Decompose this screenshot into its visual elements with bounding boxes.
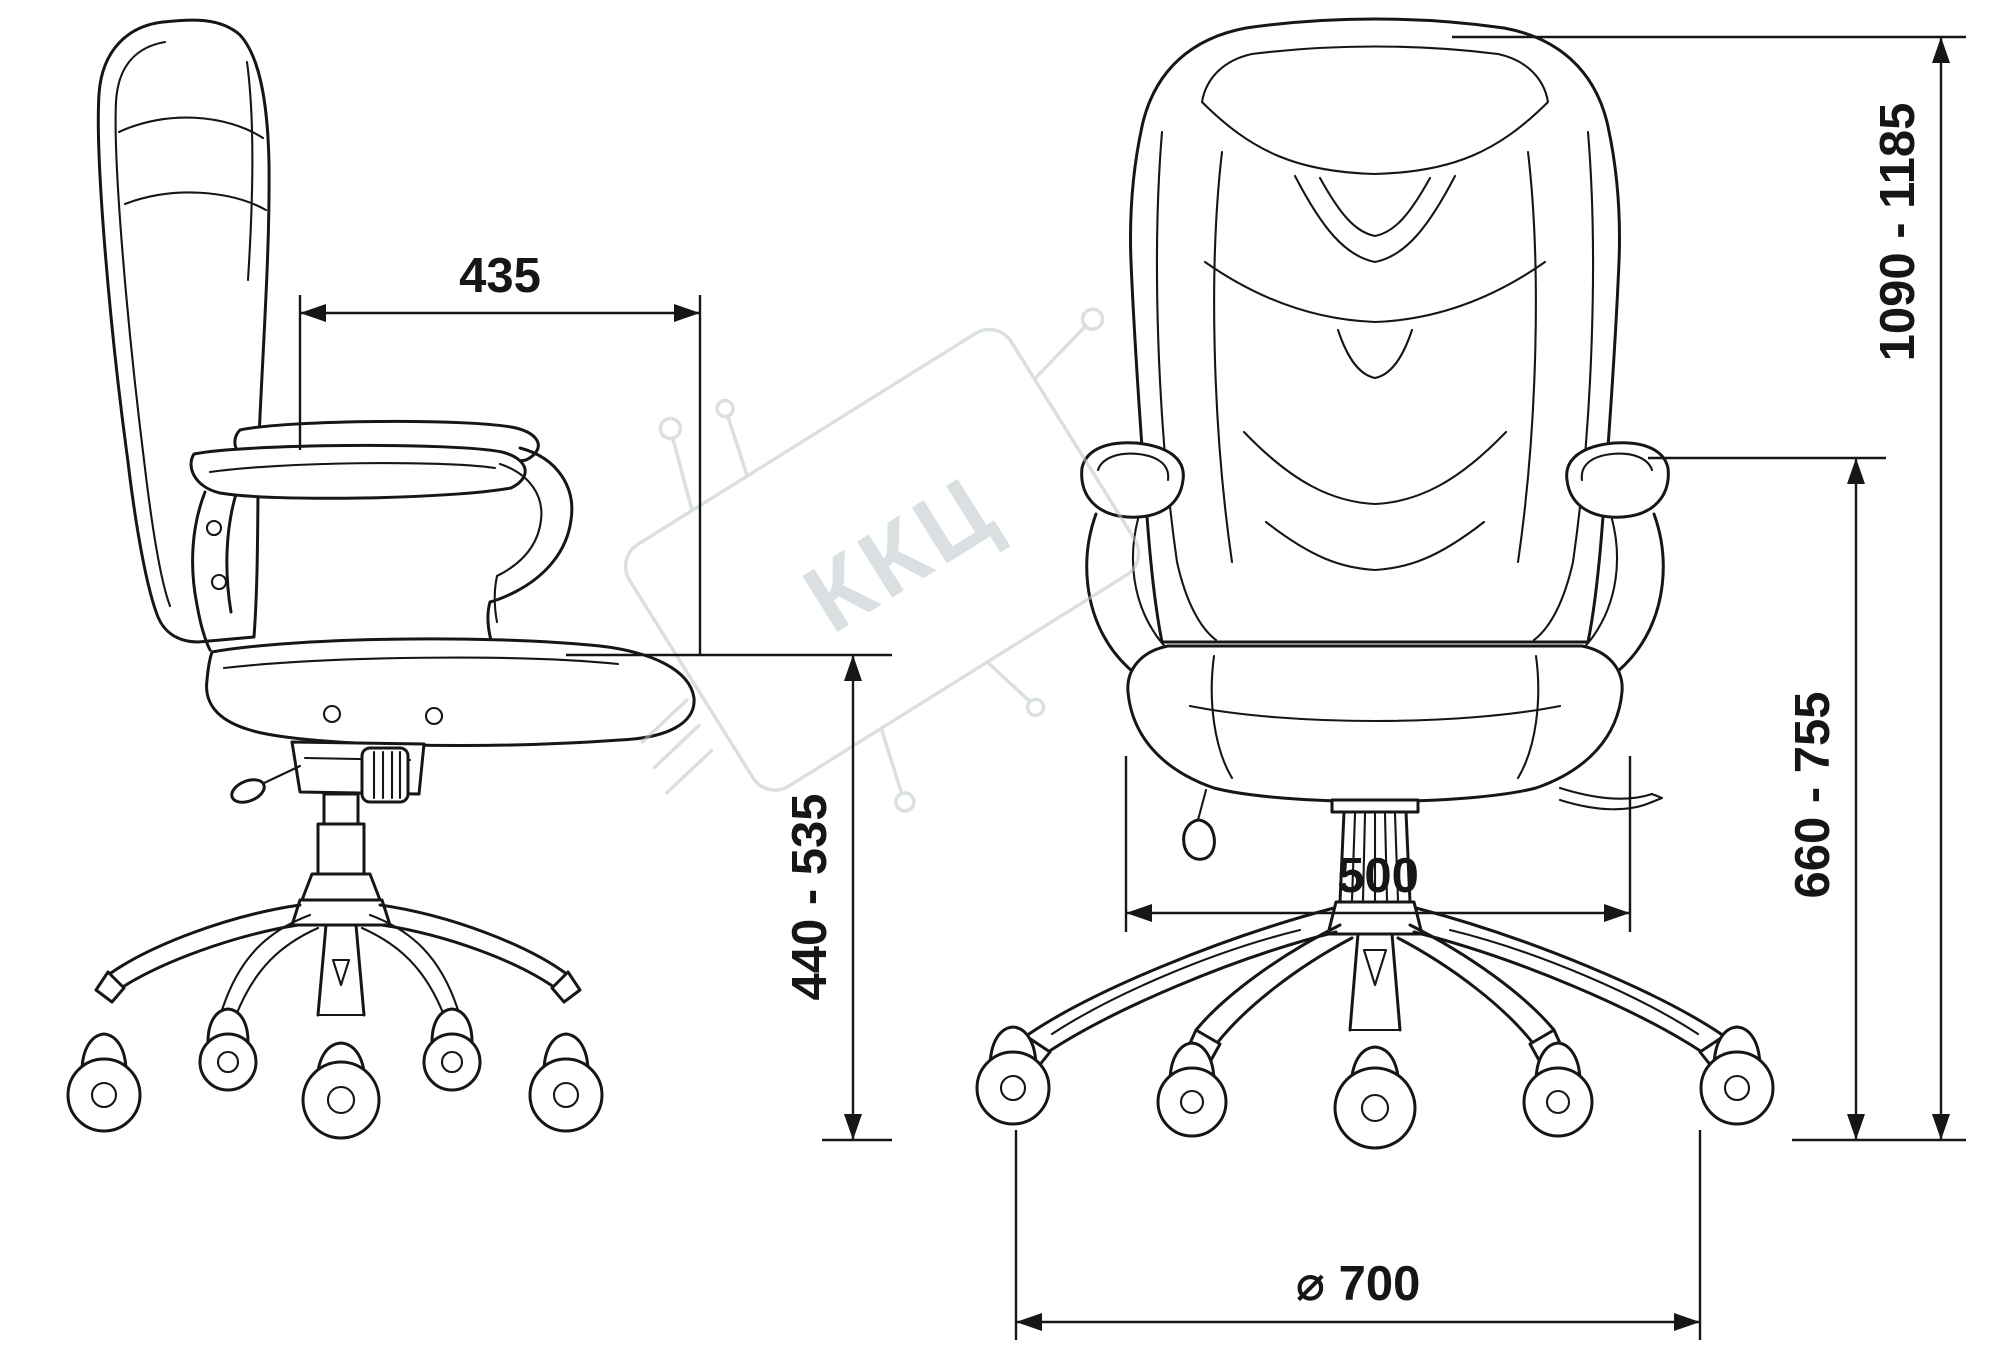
side-gas-lift xyxy=(290,792,392,927)
dimension-label-seat-height: 440 - 535 xyxy=(783,793,837,1000)
side-base-legs xyxy=(94,903,582,1020)
side-view-drawing xyxy=(66,18,696,1140)
side-armrest-support-left xyxy=(191,490,238,652)
dimension-armrest-height: 660 - 755 xyxy=(1648,456,1886,1140)
side-casters xyxy=(66,1007,604,1140)
front-backrest xyxy=(1129,17,1621,644)
front-levers xyxy=(1182,786,1664,861)
dimension-label-overall-height: 1090 - 1185 xyxy=(1871,103,1925,362)
side-backrest xyxy=(96,18,271,644)
side-seat xyxy=(205,637,696,747)
dimension-seat-height: 440 - 535 xyxy=(566,653,892,1142)
front-gas-lift xyxy=(1326,798,1424,936)
front-casters xyxy=(975,1025,1775,1150)
front-seat xyxy=(1126,644,1624,803)
dimension-label-seat-width: 500 xyxy=(1337,849,1419,903)
dimension-seat-depth: 435 xyxy=(298,249,702,655)
front-view-drawing xyxy=(975,17,1775,1150)
side-armrest-pads xyxy=(189,419,574,646)
dimension-label-base-diameter: ⌀ 700 xyxy=(1296,1257,1421,1311)
dimension-label-armrest-height: 660 - 755 xyxy=(1786,691,1840,898)
dimension-overall-height: 1090 - 1185 xyxy=(1452,35,1966,1142)
dimension-label-seat-depth: 435 xyxy=(459,249,541,303)
dimension-seat-width: 500 xyxy=(1124,756,1632,932)
watermark-text: ККЦ xyxy=(786,454,1017,654)
side-tilt-mechanism xyxy=(230,740,426,804)
dimension-base-diameter: ⌀ 700 xyxy=(1014,1130,1702,1340)
